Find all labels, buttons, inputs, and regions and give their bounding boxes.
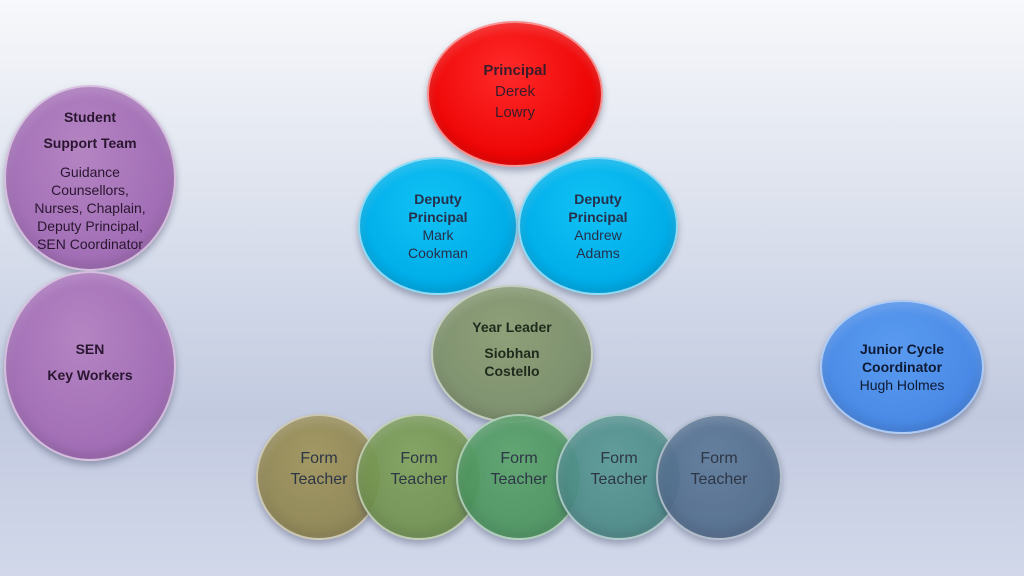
- form-teacher-node-5: Form Teacher: [656, 414, 782, 540]
- deputy-principal-node-2: Deputy Principal Andrew Adams: [518, 157, 678, 295]
- sen-key-workers-node: SEN Key Workers: [4, 271, 176, 461]
- deputy-role-line1: Deputy: [574, 191, 622, 207]
- form-teacher-line1: Form: [300, 450, 338, 467]
- deputy-name-last: Adams: [576, 245, 620, 261]
- student-support-member: SEN Coordinator: [37, 235, 143, 252]
- year-leader-node: Year Leader Siobhan Costello: [431, 285, 593, 423]
- principal-name-last: Lowry: [494, 103, 535, 121]
- form-teacher-line1: Form: [600, 450, 638, 467]
- year-leader-name-first: Siobhan: [484, 345, 540, 361]
- principal-node: Principal Derek Lowry: [427, 21, 603, 167]
- student-support-member: Nurses, Chaplain,: [34, 199, 146, 216]
- junior-cycle-role-line2: Coordinator: [861, 359, 943, 375]
- year-leader-role: Year Leader: [472, 319, 552, 335]
- form-teacher-line2: Teacher: [290, 471, 348, 488]
- deputy-name-first: Andrew: [574, 227, 622, 243]
- junior-cycle-name: Hugh Holmes: [859, 377, 945, 393]
- student-support-member: Deputy Principal,: [37, 217, 143, 234]
- principal-name-first: Derek: [494, 82, 535, 100]
- junior-cycle-role-line1: Junior Cycle: [859, 341, 945, 357]
- junior-cycle-coordinator-node: Junior Cycle Coordinator Hugh Holmes: [820, 300, 984, 434]
- student-support-title-line1: Student: [63, 108, 117, 125]
- form-teacher-line2: Teacher: [590, 471, 648, 488]
- form-teacher-line2: Teacher: [390, 471, 448, 488]
- form-teacher-line1: Form: [400, 450, 438, 467]
- form-teacher-line1: Form: [700, 450, 738, 467]
- form-teacher-node-4: Form Teacher: [556, 414, 682, 540]
- student-support-title-line2: Support Team: [43, 134, 137, 151]
- deputy-role-line1: Deputy: [414, 191, 462, 207]
- deputy-principal-node-1: Deputy Principal Mark Cookman: [358, 157, 518, 295]
- year-leader-name-last: Costello: [484, 363, 540, 379]
- student-support-member: Counsellors,: [51, 181, 129, 198]
- deputy-role-line2: Principal: [568, 209, 628, 225]
- principal-role: Principal: [483, 61, 547, 79]
- deputy-role-line2: Principal: [408, 209, 468, 225]
- form-teacher-line1: Form: [500, 450, 538, 467]
- deputy-name-first: Mark: [422, 227, 454, 243]
- student-support-team-node: Student Support Team Guidance Counsellor…: [4, 85, 176, 271]
- sen-line1: SEN: [75, 341, 105, 357]
- student-support-member: Guidance: [60, 163, 120, 180]
- deputy-name-last: Cookman: [408, 245, 468, 261]
- form-teacher-line2: Teacher: [690, 471, 748, 488]
- sen-line2: Key Workers: [47, 367, 133, 383]
- form-teacher-line2: Teacher: [490, 471, 548, 488]
